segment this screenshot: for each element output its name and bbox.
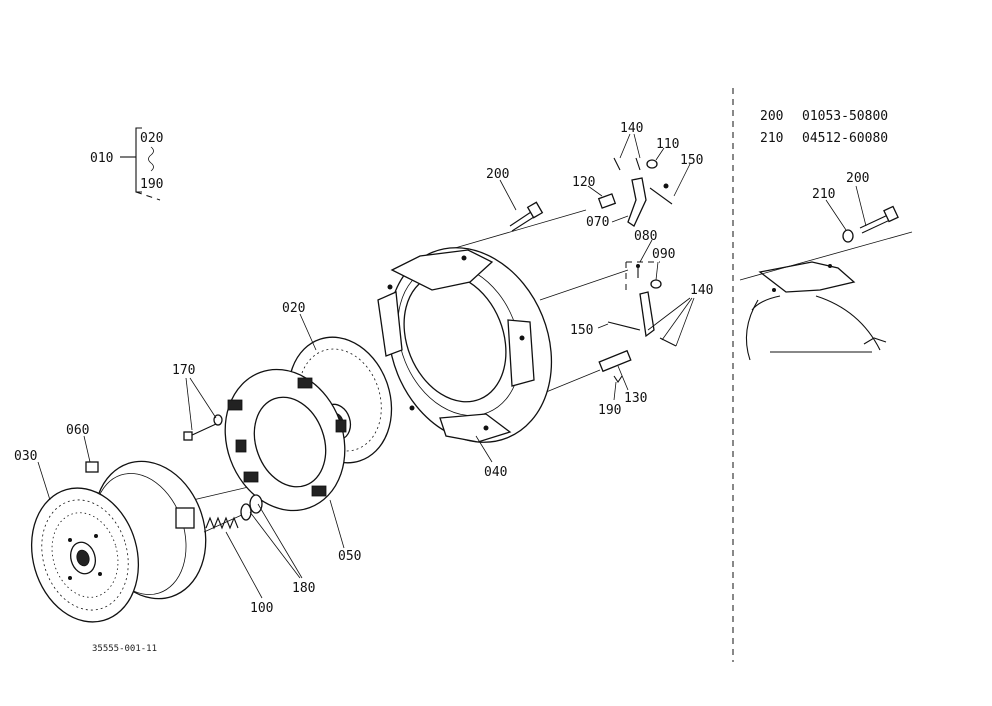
label-110: 110 <box>656 137 679 152</box>
label-010: 010 <box>90 151 113 166</box>
axis-lines <box>149 209 629 511</box>
label-130: 130 <box>624 391 647 406</box>
parts-row-ref: 200 <box>760 109 783 124</box>
label-140-upper: 140 <box>620 121 643 136</box>
label-040: 040 <box>484 465 507 480</box>
label-150-lower: 150 <box>570 323 593 338</box>
label-020: 020 <box>282 301 305 316</box>
release-fork-lower <box>598 261 677 383</box>
label-190-group: 190 <box>140 177 163 192</box>
leader-lines <box>37 133 867 599</box>
release-fork-upper <box>597 157 673 227</box>
callout-labels: 010 020 190 200 120 140 110 150 070 080 … <box>14 121 869 616</box>
bolt-200 <box>509 201 544 232</box>
label-080: 080 <box>634 229 657 244</box>
clutch-cover-040 <box>377 247 553 443</box>
parts-row-number: 04512-60080 <box>802 131 888 146</box>
label-070: 070 <box>586 215 609 230</box>
assembly-bracket-010 <box>120 127 161 201</box>
label-030: 030 <box>14 449 37 464</box>
label-060: 060 <box>66 423 89 438</box>
label-150-upper: 150 <box>680 153 703 168</box>
pressure-plate-050 <box>224 368 347 512</box>
inset-detail <box>739 205 913 361</box>
washers-180 <box>240 494 263 521</box>
figure-id: 35555-001-11 <box>92 644 157 654</box>
label-210-inset: 210 <box>812 187 835 202</box>
label-190-lower: 190 <box>598 403 621 418</box>
bolt-170 <box>183 414 223 441</box>
parts-row-ref: 210 <box>760 131 783 146</box>
label-200: 200 <box>486 167 509 182</box>
label-020-group: 020 <box>140 131 163 146</box>
friction-disc-030 <box>30 487 140 623</box>
parts-row-number: 01053-50800 <box>802 109 888 124</box>
spring-100 <box>203 513 245 533</box>
label-100: 100 <box>250 601 273 616</box>
label-180: 180 <box>292 581 315 596</box>
label-120: 120 <box>572 175 595 190</box>
label-200-inset: 200 <box>846 171 869 186</box>
label-140-lower: 140 <box>690 283 713 298</box>
label-050: 050 <box>338 549 361 564</box>
label-170: 170 <box>172 363 195 378</box>
label-090: 090 <box>652 247 675 262</box>
parts-table: 200 01053-50800 210 04512-60080 <box>760 109 888 146</box>
